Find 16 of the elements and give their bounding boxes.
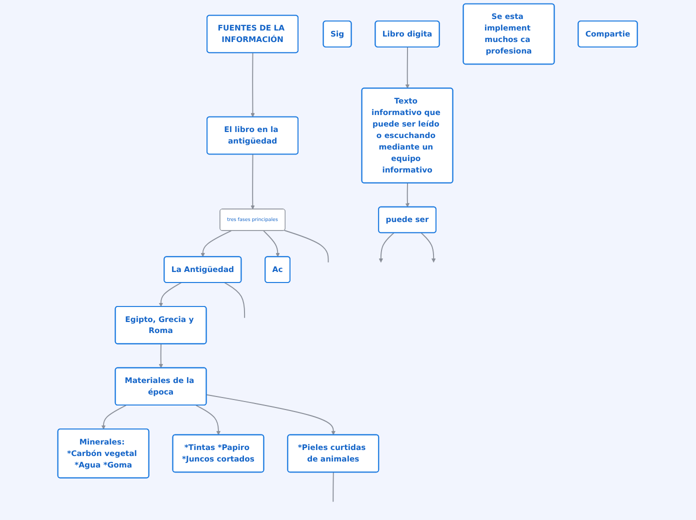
connector (284, 230, 330, 263)
arrow (406, 46, 410, 89)
arrow (159, 344, 164, 368)
arrow (379, 232, 395, 263)
arrow (406, 182, 410, 208)
arrow (251, 154, 256, 210)
arrow (196, 404, 221, 436)
arrow (264, 230, 280, 258)
arrow (206, 394, 336, 436)
arrow (102, 404, 127, 430)
arrow (159, 282, 182, 307)
arrow (251, 52, 256, 118)
arrow (421, 232, 436, 263)
connector (333, 472, 334, 502)
connector (224, 282, 246, 318)
arrow (201, 230, 232, 258)
